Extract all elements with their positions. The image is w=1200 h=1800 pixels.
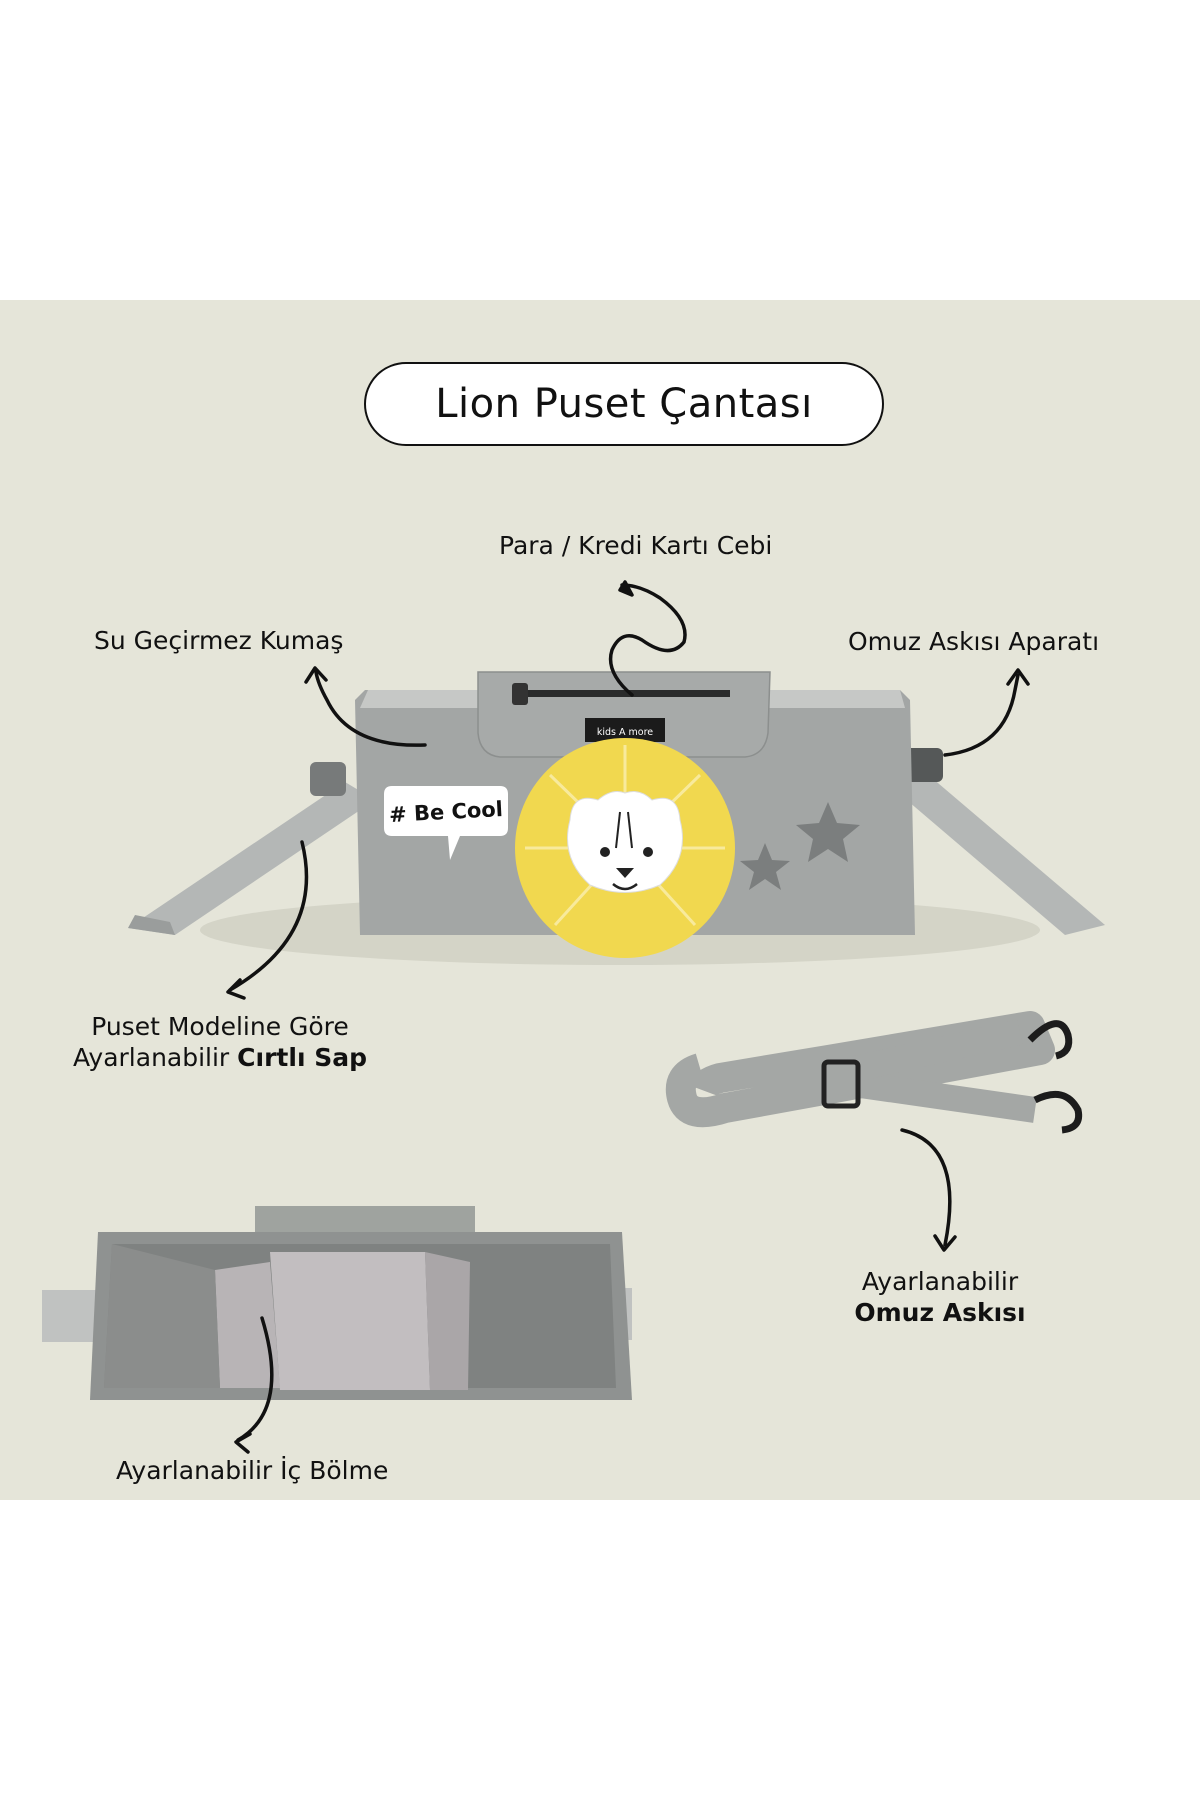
star-large (796, 802, 860, 862)
star-small (740, 843, 790, 890)
strap-buckle (821, 1059, 861, 1109)
zipper-pull (512, 683, 528, 705)
lion-right-eye (643, 847, 653, 857)
arrow-waterproof-fabric (314, 670, 427, 747)
inner-divider-center (270, 1252, 430, 1390)
inner-divider-left (215, 1262, 280, 1388)
pocket-zipper (520, 690, 730, 697)
label-strap-attachment: Omuz Askısı Aparatı (848, 627, 1100, 656)
lion-face (567, 791, 683, 893)
strap-upper-arm (847, 1019, 1023, 1083)
inner-divider-right (425, 1252, 470, 1390)
arrow-strap-attachment (943, 673, 1020, 757)
label-adjustable-strap-line2: Omuz Askısı (854, 1298, 1026, 1327)
label-adjustable-strap: Ayarlanabilir Omuz Askısı (800, 1266, 1080, 1328)
brand-tag-text: kids A more (597, 727, 653, 738)
speech-bubble-text: # Be Cool (388, 797, 503, 827)
arrow-inner-compartment (236, 1316, 274, 1442)
label-adjustable-strap-line1: Ayarlanabilir (861, 1267, 1019, 1296)
right-velcro-strap (895, 772, 1105, 935)
annotation-arrows (226, 580, 1030, 1454)
stroller-bag-front: kids A more # Be Cool (128, 671, 1105, 965)
lion-left-eye (600, 847, 610, 857)
lion-mouth (612, 883, 638, 891)
label-inner-compartment: Ayarlanabilir İç Bölme (116, 1456, 389, 1485)
strap-loop (665, 1011, 1055, 1128)
label-velcro-handle: Puset Modeline Göre Ayarlanabilir Cırtlı… (70, 1011, 370, 1073)
product-title: Lion Puset Çantası (364, 362, 884, 446)
title-text: Lion Puset Çantası (435, 381, 813, 427)
left-strap-clip (310, 762, 346, 796)
label-card-pocket: Para / Kredi Kartı Cebi (499, 531, 773, 560)
strap-lower-arm (838, 1069, 1037, 1123)
arrow-adjustable-strap (900, 1128, 952, 1247)
label-velcro-handle-line1: Puset Modeline Göre (91, 1012, 349, 1041)
lion-nose (616, 868, 634, 878)
shoulder-strap (665, 1011, 1083, 1134)
arrow-velcro-handle (228, 840, 309, 992)
label-waterproof-fabric: Su Geçirmez Kumaş (94, 626, 344, 655)
lower-hook (1033, 1090, 1083, 1134)
right-strap-clip (905, 748, 943, 782)
left-velcro-strap (128, 782, 375, 935)
lion-body (578, 905, 672, 935)
speech-bubble (384, 786, 508, 860)
arrow-card-pocket (608, 583, 687, 697)
label-velcro-handle-line2: Ayarlanabilir Cırtlı Sap (73, 1043, 367, 1072)
stroller-bag-inside (42, 1206, 632, 1400)
upper-hook (1027, 1020, 1073, 1060)
